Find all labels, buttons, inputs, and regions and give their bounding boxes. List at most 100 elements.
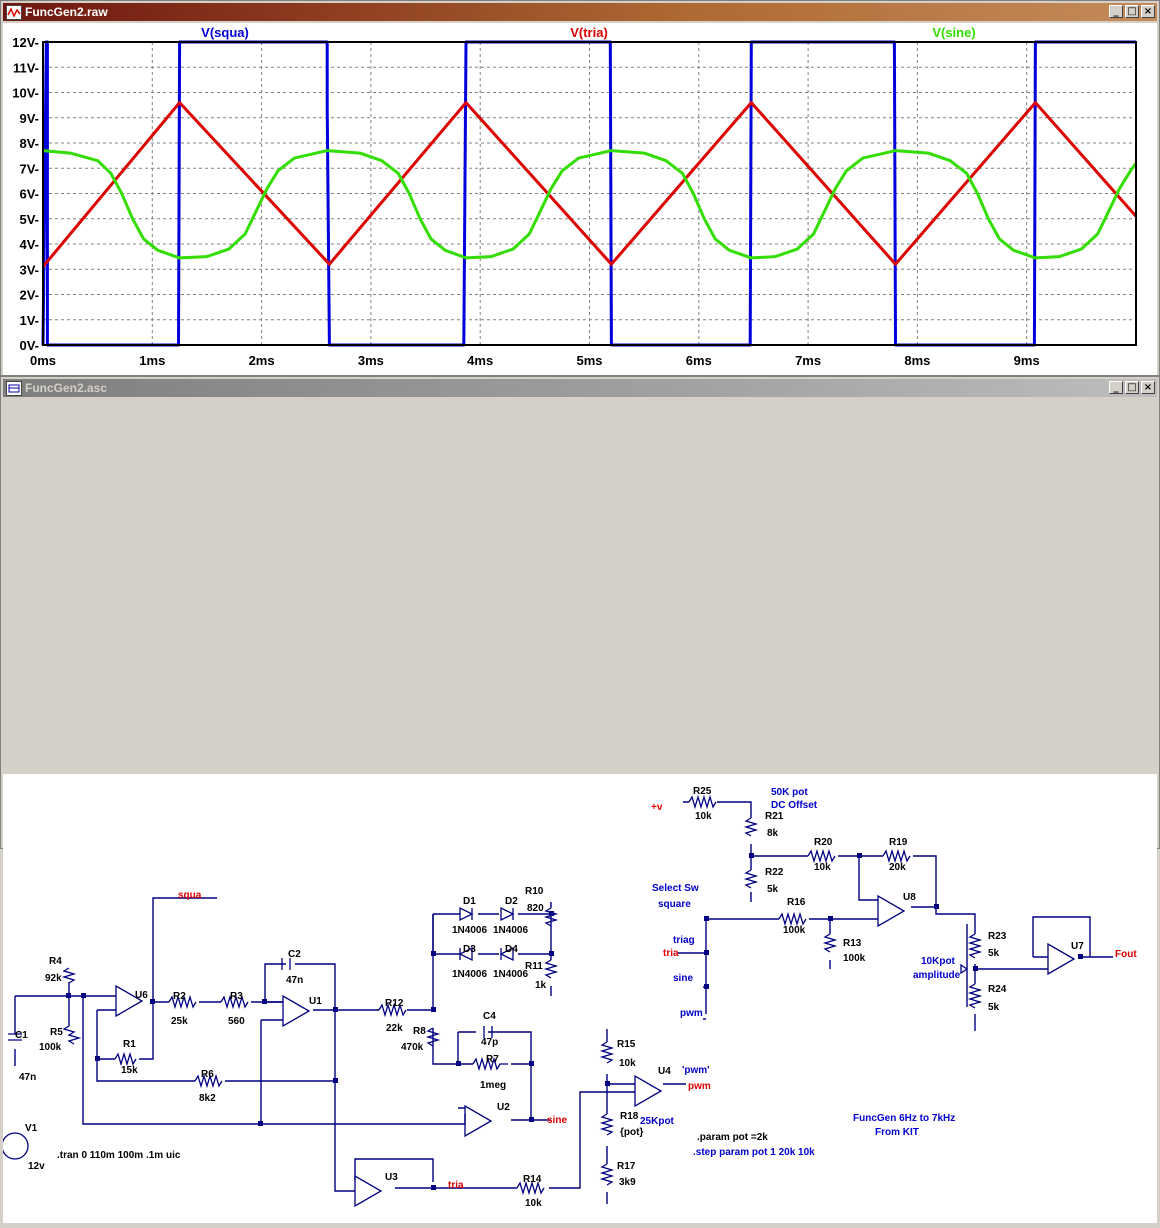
schematic-label: FuncGen 6Hz to 7kHz — [853, 1113, 955, 1124]
schematic-label: R14 — [523, 1174, 542, 1185]
schematic-label: U8 — [903, 892, 916, 903]
y-tick-label: 3V- — [19, 262, 39, 277]
minimize-button[interactable]: _ — [1109, 381, 1123, 394]
schematic-label: 47n — [19, 1072, 36, 1083]
schematic-label: R19 — [889, 837, 908, 848]
schematic-label: D4 — [505, 944, 518, 955]
schematic-label: 25k — [171, 1016, 188, 1027]
plot-window-titlebar[interactable]: FuncGen2.raw _□× — [3, 3, 1157, 21]
x-tick-label: 7ms — [795, 353, 821, 368]
schematic-label: 20k — [889, 862, 906, 873]
schematic-label: U7 — [1071, 941, 1084, 952]
schematic-label: V1 — [25, 1123, 38, 1134]
schematic-label: 100k — [783, 925, 806, 936]
schematic-label: triag — [673, 935, 695, 946]
schematic-label: R12 — [385, 998, 404, 1009]
schematic-label: R16 — [787, 897, 806, 908]
x-tick-label: 3ms — [358, 353, 384, 368]
schematic-label: R7 — [486, 1054, 499, 1065]
legend-label: V(sine) — [932, 25, 975, 40]
schematic-label: square — [658, 899, 691, 910]
schematic-label: R10 — [525, 886, 544, 897]
schematic-label: R11 — [525, 961, 543, 972]
junction-dots — [66, 853, 1083, 1190]
schematic-label: R5 — [50, 1027, 63, 1038]
y-tick-label: 11V- — [13, 60, 39, 75]
schematic-label: .step param pot 1 20k 10k — [693, 1147, 815, 1158]
schematic-label: 470k — [401, 1042, 424, 1053]
schematic-label: R21 — [765, 811, 784, 822]
schematic-icon — [6, 381, 22, 396]
y-tick-label: 5V- — [19, 212, 39, 227]
schematic-svg[interactable]: squaR492kU6R225kR3560C247nU1C147nR5100kR… — [1, 774, 1157, 1223]
schematic-label: 100k — [39, 1042, 62, 1053]
x-tick-label: 2ms — [249, 353, 275, 368]
schematic-label: C2 — [288, 949, 301, 960]
schematic-label: amplitude — [913, 970, 961, 981]
x-tick-label: 0ms — [30, 353, 56, 368]
schematic-window: FuncGen2.asc _□× — [0, 376, 1160, 1223]
schematic-label: Select Sw — [652, 883, 699, 894]
schematic-label: R3 — [230, 991, 243, 1002]
waveform-chart-svg[interactable]: 0V-1V-2V-3V-4V-5V-6V-7V-8V-9V-10V-11V-12… — [3, 23, 1157, 375]
schematic-label: .tran 0 110m 100m .1m uic — [57, 1150, 181, 1161]
schematic-label: R2 — [173, 991, 186, 1002]
schematic-label: 92k — [45, 973, 62, 984]
schematic-label: 5k — [988, 948, 1000, 959]
y-tick-label: 6V- — [19, 187, 39, 202]
schematic-label: 15k — [121, 1065, 138, 1076]
schematic-label: DC Offset — [771, 800, 818, 811]
schematic-label: sine — [547, 1115, 567, 1126]
series-line-V(tria) — [41, 101, 1138, 268]
schematic-label: U1 — [309, 996, 322, 1007]
minimize-button[interactable]: _ — [1109, 5, 1123, 18]
schematic-label: R4 — [49, 956, 62, 967]
schematic-label: .param pot =2k — [697, 1132, 768, 1143]
waveform-plot[interactable]: 0V-1V-2V-3V-4V-5V-6V-7V-8V-9V-10V-11V-12… — [3, 23, 1157, 375]
schematic-label: pwm — [688, 1081, 711, 1092]
schematic-label: R23 — [988, 931, 1007, 942]
schematic-label: R17 — [617, 1161, 636, 1172]
schematic-label: sine — [673, 973, 693, 984]
maximize-button[interactable]: □ — [1125, 5, 1139, 18]
y-tick-label: 4V- — [19, 237, 39, 252]
schematic-label: 5k — [988, 1002, 1000, 1013]
schematic-label: 8k — [767, 828, 779, 839]
schematic-label: +v — [651, 802, 663, 813]
schematic-label: 10k — [695, 811, 712, 822]
schematic-label: 1N4006 — [493, 969, 528, 980]
schematic-label: R1 — [123, 1039, 136, 1050]
y-tick-label: 8V- — [19, 136, 39, 151]
schematic-label: D1 — [463, 896, 476, 907]
schematic-label: 1N4006 — [493, 925, 528, 936]
close-button[interactable]: × — [1141, 381, 1155, 394]
schematic-label: 5k — [767, 884, 779, 895]
schematic-label: 8k2 — [199, 1093, 216, 1104]
x-tick-label: 4ms — [467, 353, 493, 368]
schematic-label: 560 — [228, 1016, 245, 1027]
schematic-label: R8 — [413, 1026, 426, 1037]
schematic-label: R25 — [693, 786, 712, 797]
schematic-label: D3 — [463, 944, 476, 955]
schematic-window-titlebar[interactable]: FuncGen2.asc _□× — [3, 379, 1157, 397]
x-tick-label: 5ms — [576, 353, 602, 368]
close-button[interactable]: × — [1141, 5, 1155, 18]
schematic-label: 10k — [525, 1198, 542, 1209]
schematic-label: tria — [663, 948, 679, 959]
schematic-label: U4 — [658, 1066, 671, 1077]
schematic-label: 100k — [843, 953, 866, 964]
schematic-label: U6 — [135, 990, 148, 1001]
legend-label: V(tria) — [570, 25, 608, 40]
schematic-label: 1meg — [480, 1080, 506, 1091]
x-tick-label: 6ms — [686, 353, 712, 368]
x-tick-label: 8ms — [904, 353, 930, 368]
maximize-button[interactable]: □ — [1125, 381, 1139, 394]
schematic-label: 'pwm' — [682, 1065, 710, 1076]
schematic-label: 10k — [619, 1058, 636, 1069]
y-tick-label: 2V- — [19, 288, 39, 303]
y-tick-label: 0V- — [19, 338, 39, 353]
y-tick-label: 1V- — [19, 313, 39, 328]
schematic-label: 1N4006 — [452, 969, 487, 980]
schematic-label: U2 — [497, 1102, 510, 1113]
